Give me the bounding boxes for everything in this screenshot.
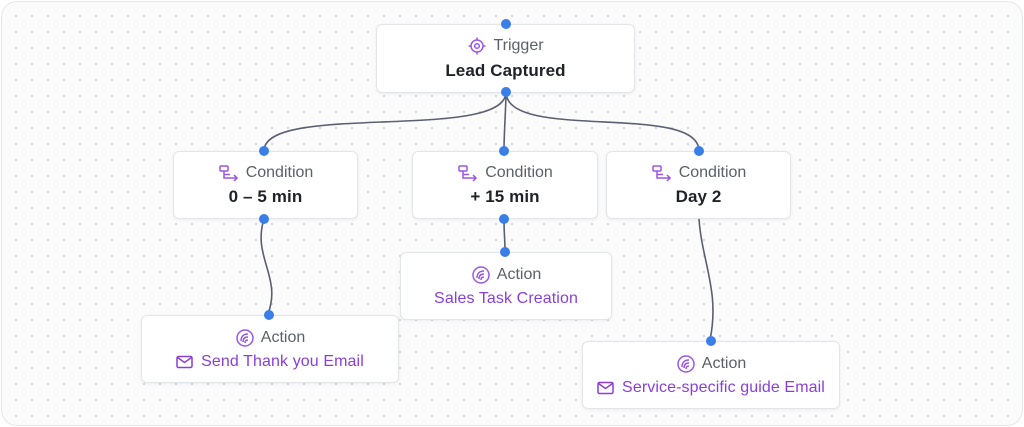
target-icon xyxy=(468,37,486,55)
action-2-input-handle[interactable] xyxy=(500,247,510,257)
trigger-header: Trigger xyxy=(467,36,544,56)
edge-condition-3-action-3 xyxy=(698,218,714,341)
edge-trigger-condition-3 xyxy=(505,91,700,152)
edge-condition-1-action-1 xyxy=(260,218,273,315)
branch-icon xyxy=(458,164,478,182)
action-icon xyxy=(472,265,490,284)
condition-1-output-handle[interactable] xyxy=(259,214,269,224)
action-header: Action xyxy=(235,328,305,348)
condition-label: Condition xyxy=(678,163,747,181)
condition-header: Condition xyxy=(651,163,747,182)
mail-icon xyxy=(597,381,614,394)
branch-icon xyxy=(651,164,671,182)
action-header: Action xyxy=(471,265,541,285)
action-title: Send Thank you Email xyxy=(201,352,364,370)
action-label: Action xyxy=(260,328,306,346)
mail-icon xyxy=(176,355,193,368)
action-title-row: Service-specific guide Email xyxy=(597,379,825,397)
condition-title: + 15 min xyxy=(470,186,540,206)
action-node-3[interactable]: Action Service-specific guide Email xyxy=(582,341,840,409)
action-title: Service-specific guide Email xyxy=(622,378,825,396)
action-header: Action xyxy=(676,354,746,374)
action-node-1[interactable]: Action Send Thank you Email xyxy=(141,315,399,383)
action-title-row: Send Thank you Email xyxy=(176,353,364,371)
condition-label: Condition xyxy=(485,163,553,181)
action-node-2[interactable]: Action Sales Task Creation xyxy=(400,252,612,320)
condition-title: Day 2 xyxy=(675,186,722,206)
action-3-input-handle[interactable] xyxy=(706,336,716,346)
edge-trigger-condition-1 xyxy=(263,91,507,152)
trigger-node[interactable]: Trigger Lead Captured xyxy=(376,24,635,93)
condition-title: 0 – 5 min xyxy=(228,186,303,206)
condition-node-1[interactable]: Condition 0 – 5 min xyxy=(173,151,358,219)
action-icon xyxy=(236,328,254,347)
condition-node-2[interactable]: Condition + 15 min xyxy=(412,151,598,219)
action-1-input-handle[interactable] xyxy=(264,310,274,320)
action-label: Action xyxy=(496,265,542,283)
action-title: Sales Task Creation xyxy=(434,289,578,307)
action-title-row: Sales Task Creation xyxy=(434,290,578,308)
action-label: Action xyxy=(701,354,747,372)
condition-3-input-handle[interactable] xyxy=(694,146,704,156)
trigger-output-handle[interactable] xyxy=(501,87,511,97)
condition-label: Condition xyxy=(245,163,314,181)
condition-header: Condition xyxy=(218,163,314,182)
trigger-label: Trigger xyxy=(493,37,544,54)
trigger-input-handle[interactable] xyxy=(501,19,511,29)
condition-1-input-handle[interactable] xyxy=(259,146,269,156)
trigger-title: Lead Captured xyxy=(445,61,566,80)
action-icon xyxy=(677,354,695,373)
branch-icon xyxy=(218,164,238,182)
condition-node-3[interactable]: Condition Day 2 xyxy=(606,151,791,219)
condition-header: Condition xyxy=(457,164,553,182)
condition-2-input-handle[interactable] xyxy=(499,146,509,156)
edge-trigger-condition-2 xyxy=(503,91,507,152)
condition-2-output-handle[interactable] xyxy=(499,214,509,224)
